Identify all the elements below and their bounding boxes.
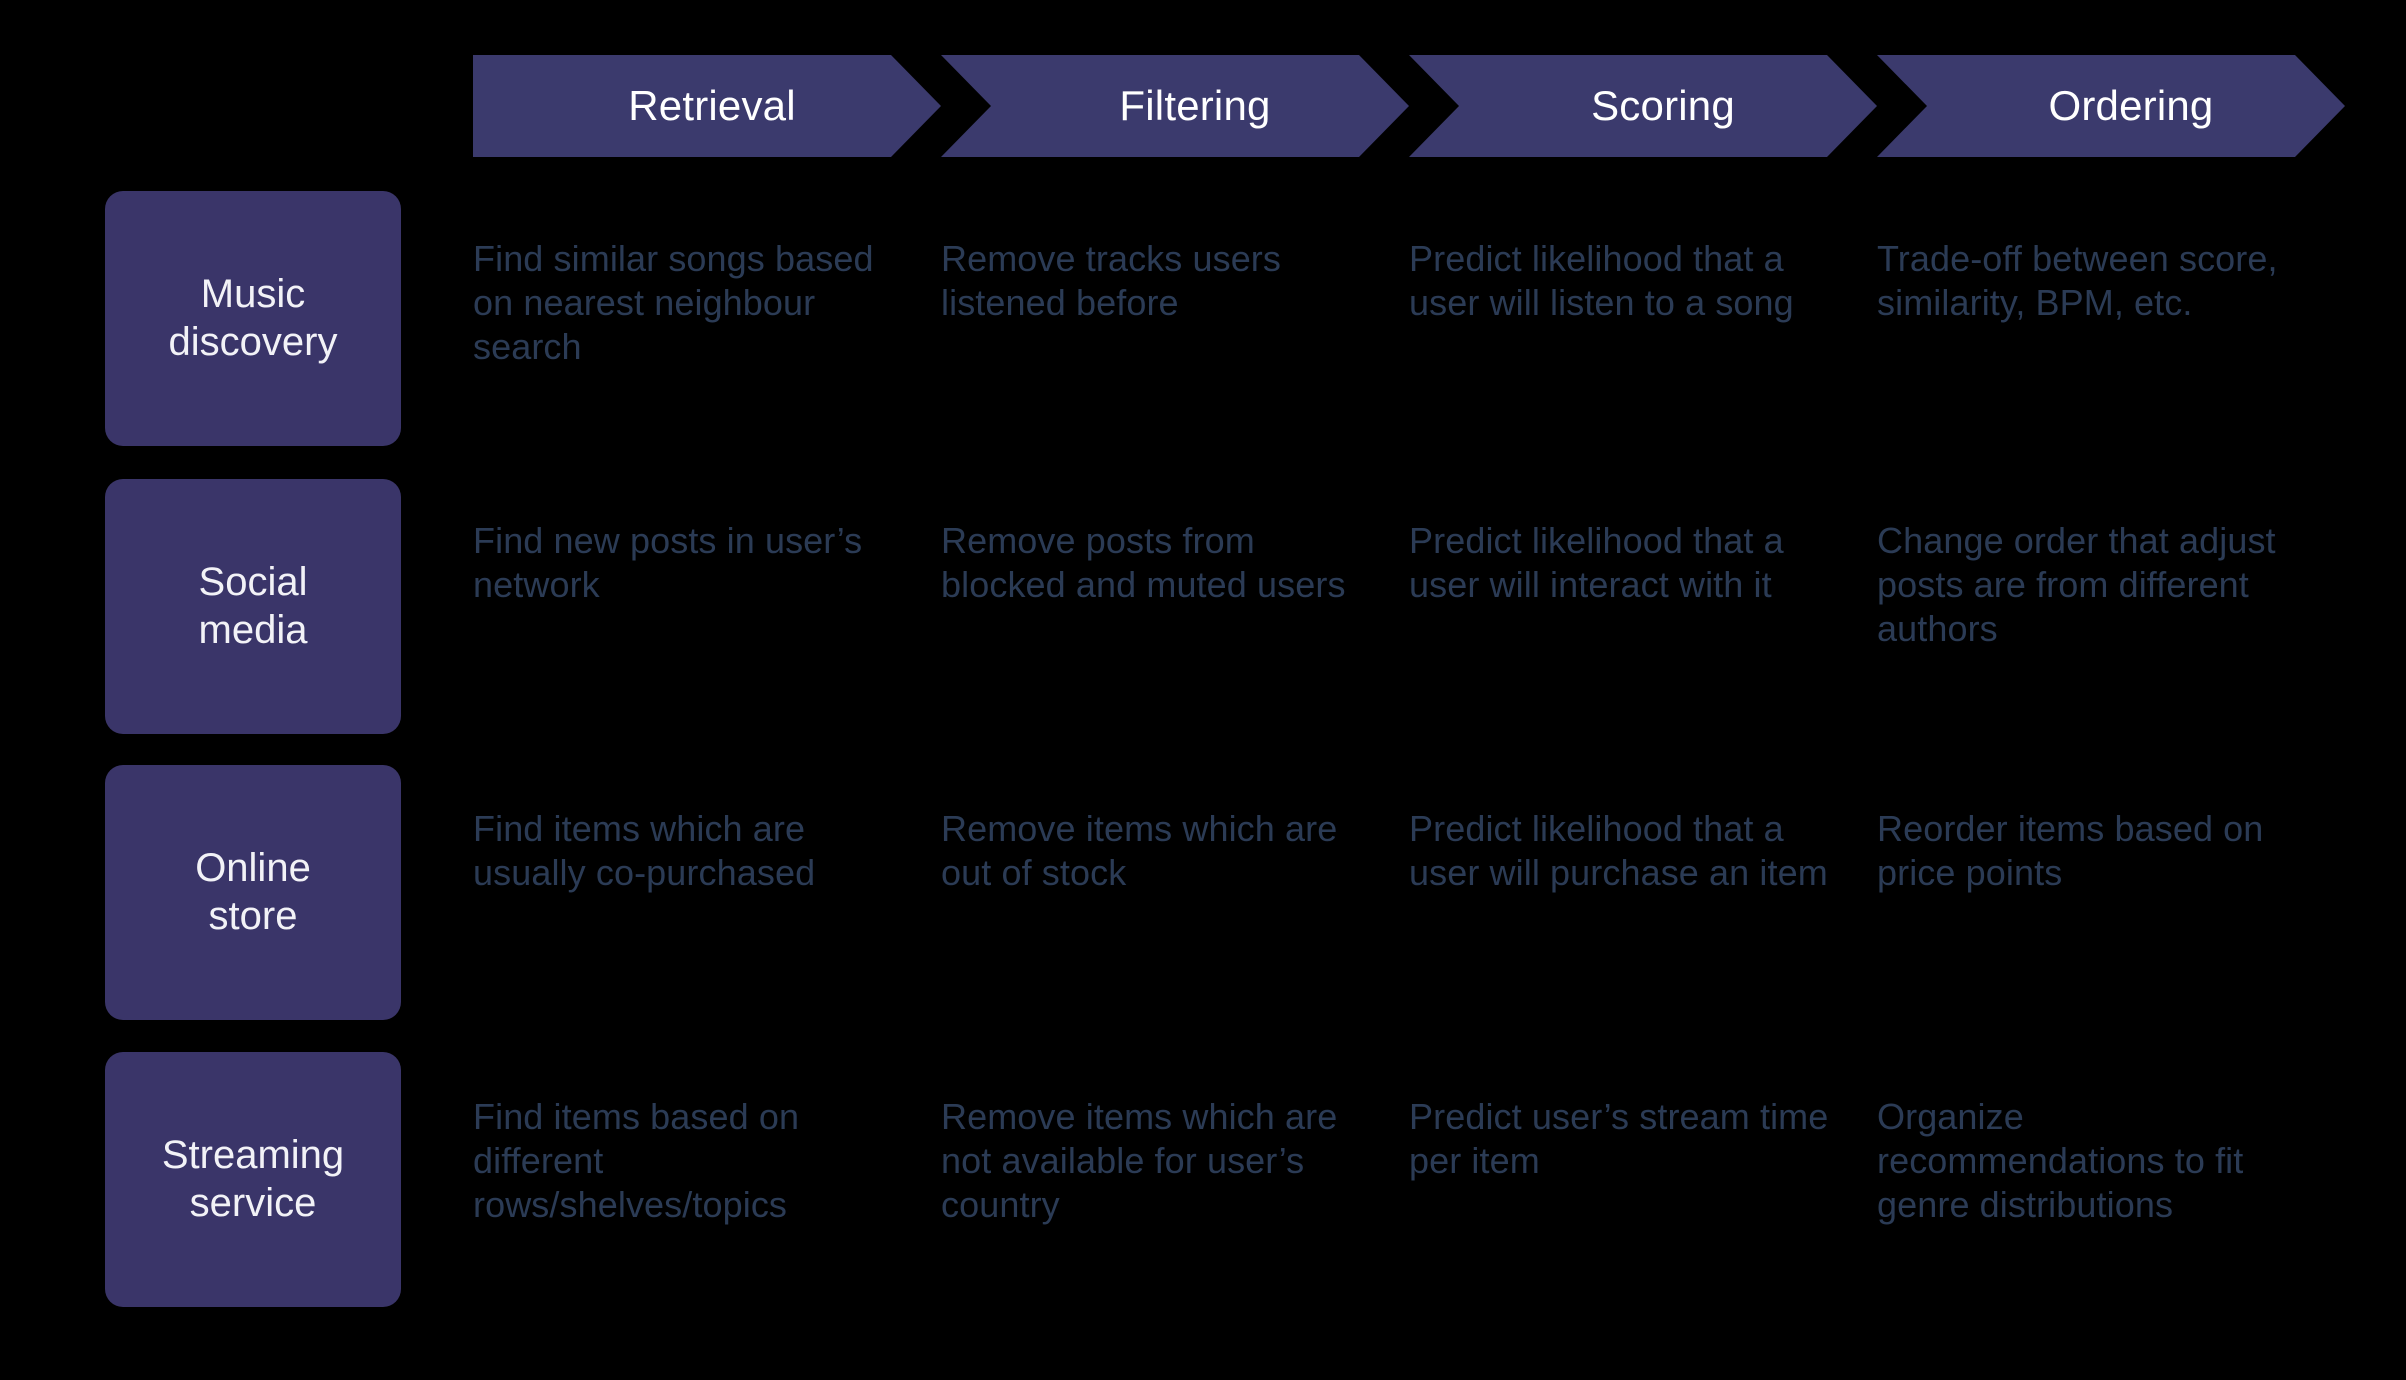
cell-streaming-filtering: Remove items which are not available for…: [941, 1096, 1338, 1225]
stage-chevron-retrieval[interactable]: Retrieval: [473, 55, 941, 157]
stage-label: Filtering: [1119, 82, 1271, 129]
stage-chevron-filtering[interactable]: Filtering: [941, 55, 1409, 157]
cell-social-ordering: Change order that adjust posts are from …: [1877, 520, 2276, 649]
chevron-shape-icon: [1877, 55, 2345, 157]
stage-chevron-ordering[interactable]: Ordering: [1877, 55, 2345, 157]
cell-streaming-scoring: Predict user’s stream time per item: [1409, 1096, 1829, 1181]
cell-music-scoring: Predict likelihood that a user will list…: [1409, 238, 1794, 323]
cell-streaming-retrieval: Find items based on different rows/shelv…: [473, 1096, 800, 1225]
chevron-shape-icon: [941, 55, 1409, 157]
stage-chevron-scoring[interactable]: Scoring: [1409, 55, 1877, 157]
cell-music-retrieval: Find similar songs based on nearest neig…: [473, 238, 874, 367]
cell-store-scoring: Predict likelihood that a user will purc…: [1409, 808, 1828, 893]
stage-banner: Retrieval Filtering Scoring Ordering: [473, 55, 2290, 157]
cell-music-ordering: Trade-off between score, similarity, BPM…: [1877, 238, 2278, 323]
cell-social-retrieval: Find new posts in user’s network: [473, 520, 863, 605]
cell-store-filtering: Remove items which are out of stock: [941, 808, 1338, 893]
chevron-shape-icon: [1409, 55, 1877, 157]
stage-label: Retrieval: [628, 82, 796, 129]
stage-label: Scoring: [1591, 82, 1735, 129]
stage-label: Ordering: [2048, 82, 2214, 129]
chevron-shape-icon: [473, 55, 941, 157]
cell-social-filtering: Remove posts from blocked and muted user…: [941, 520, 1346, 605]
cell-streaming-ordering: Organize recommendations to fit genre di…: [1877, 1096, 2244, 1225]
cell-store-retrieval: Find items which are usually co-purchase…: [473, 808, 816, 893]
cell-store-ordering: Reorder items based on price points: [1877, 808, 2264, 893]
cell-music-filtering: Remove tracks users listened before: [941, 238, 1281, 323]
cell-social-scoring: Predict likelihood that a user will inte…: [1409, 520, 1784, 605]
